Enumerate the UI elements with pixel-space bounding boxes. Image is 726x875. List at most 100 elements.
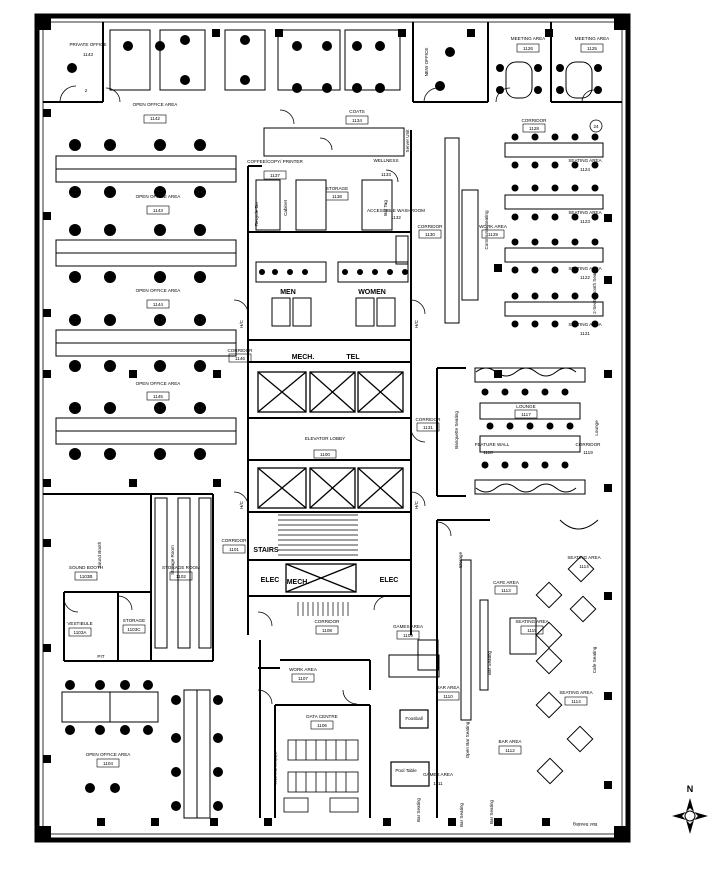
num-bar-1112: 1112 bbox=[505, 748, 515, 753]
num-private-office: 1143 bbox=[83, 52, 93, 57]
label-corridor-1101: CORRIDOR bbox=[221, 538, 247, 543]
label-cafe-seating: Cafe Seating bbox=[592, 646, 597, 673]
meeting-tables bbox=[505, 61, 593, 99]
room-names: PRIVATE OFFICE 1143 OPEN OFFICE AREA 114… bbox=[67, 36, 610, 786]
label-open-office-1144: OPEN OFFICE AREA bbox=[136, 288, 182, 293]
label-lounge: LOUNGE bbox=[516, 404, 535, 409]
label-private-office: PRIVATE OFFICE bbox=[69, 42, 106, 47]
num-corridor-1130: 1130 bbox=[425, 232, 435, 237]
num-seating-1122: 1122 bbox=[580, 275, 590, 280]
label-mech: MECH. bbox=[292, 354, 315, 361]
num-open-office-1144: 1144 bbox=[153, 302, 163, 307]
cafe-tables bbox=[509, 555, 597, 785]
label-booth-seating: 2-Seater Booth Seating bbox=[592, 266, 597, 314]
label-work-area-1107: WORK AREA bbox=[289, 667, 318, 672]
num-seating-1121: 1121 bbox=[580, 331, 590, 336]
data-centre-racks bbox=[283, 739, 359, 813]
label-open-office-1145: OPEN OFFICE AREA bbox=[136, 381, 182, 386]
num-sound-booth: 1103B bbox=[80, 574, 93, 579]
inner-wall-line bbox=[42, 21, 623, 835]
label-hc-4: H/C bbox=[414, 500, 419, 509]
num-storage-1103c: 1103C bbox=[127, 627, 141, 632]
workstation-blocks bbox=[55, 29, 401, 819]
num-work-area: 1129 bbox=[488, 232, 498, 237]
label-cafe: CAFE AREA bbox=[493, 580, 520, 585]
label-feature-wall: FEATURE WALL bbox=[475, 442, 510, 447]
label-vestibule: VESTIBULE bbox=[67, 621, 92, 626]
label-corridor-1119: CORRIDOR bbox=[575, 442, 601, 447]
elevator-shafts bbox=[257, 371, 404, 593]
num-open-office-1143b: 1143 bbox=[153, 208, 163, 213]
num-games: 1109 bbox=[403, 633, 413, 638]
label-data-centre: DATA CENTRE bbox=[306, 714, 337, 719]
label-storage-vert: Storage Room bbox=[170, 545, 175, 575]
label-sound-booth: SOUND BOOTH bbox=[69, 565, 103, 570]
num-corridor-1128: 1128 bbox=[529, 126, 539, 131]
num-vestibule: 1103A bbox=[74, 630, 88, 635]
interior-walls bbox=[43, 22, 622, 818]
label-bar-tag-1: Bar Tag bbox=[383, 200, 388, 216]
label-meeting-2: MEETING AREA bbox=[575, 36, 610, 41]
label-games: GAMES AREA bbox=[393, 624, 424, 629]
label-cabinet: Cabinet bbox=[283, 199, 288, 216]
label-seating-1123: SEATING AREA bbox=[568, 210, 602, 215]
num-seating-1114b: 1114 bbox=[579, 564, 589, 569]
num-lounge: 1117 bbox=[521, 412, 531, 417]
label-seating-1122: SEATING AREA bbox=[568, 266, 602, 271]
num-seating-1124: 1124 bbox=[580, 167, 590, 172]
room-number-boxes bbox=[68, 43, 604, 768]
lounge-sofa bbox=[475, 367, 599, 530]
label-seating-1114: SEATING AREA bbox=[559, 690, 593, 695]
num-seating-1115: 1115 bbox=[527, 628, 537, 633]
label-meeting-1: MEETING AREA bbox=[511, 36, 546, 41]
label-work-area: WORK AREA bbox=[479, 224, 508, 229]
num-cafe: 1113 bbox=[501, 588, 511, 593]
annotations: Foosball Pool Table Storage H/C H/C H/C … bbox=[85, 88, 599, 827]
num-storage-1138: 1138 bbox=[332, 194, 342, 199]
label-lounge-side: Lounge bbox=[594, 420, 599, 436]
label-games-1111: GAMES AREA bbox=[423, 772, 454, 777]
num-storage-room: 1102 bbox=[176, 574, 186, 579]
label-kitchen: Kitchen Counter bbox=[273, 752, 278, 785]
num-coats: 1134 bbox=[352, 118, 362, 123]
num-seating-1114: 1114 bbox=[571, 699, 581, 704]
label-corridor-1146: CORRIDOR bbox=[227, 348, 253, 353]
label-open-office-1142: OPEN OFFICE AREA bbox=[133, 102, 179, 107]
label-corridor-1128: CORRIDOR bbox=[521, 118, 547, 123]
label-dots-1: Bar Seating bbox=[487, 651, 492, 675]
num-corridor-1146: 1146 bbox=[235, 356, 245, 361]
office-chairs bbox=[65, 35, 455, 811]
label-bar-seat-1: Bar Seating bbox=[416, 798, 421, 822]
num-wellness: 1133 bbox=[381, 172, 391, 177]
label-new-office: NEW OFFICE bbox=[424, 48, 429, 77]
seating-chairs bbox=[259, 133, 599, 469]
label-seating-1121: SEATING AREA bbox=[568, 322, 602, 327]
num-bar-1110: 1110 bbox=[443, 694, 453, 699]
label-storage-1138: STORAGE bbox=[326, 186, 348, 191]
label-cart: Server Unit bbox=[405, 129, 410, 153]
perimeter-columns bbox=[37, 16, 628, 840]
label-bar-seat-4: Bar Seating bbox=[573, 822, 597, 827]
label-stairs: STAIRS bbox=[253, 547, 278, 554]
game-tables bbox=[390, 709, 430, 787]
label-corridor-1130: CORRIDOR bbox=[417, 224, 443, 229]
label-seating-1115: SEATING AREA bbox=[515, 619, 549, 624]
num-open-office-1142: 1142 bbox=[150, 116, 160, 121]
num-games-1111: 1111 bbox=[433, 781, 443, 786]
num-work-area-1107: 1107 bbox=[298, 676, 308, 681]
label-accessible-washroom: ACCESSIBLE WASHROOM bbox=[367, 208, 425, 213]
label-elec-1: ELEC bbox=[261, 577, 280, 584]
label-hc-3: H/C bbox=[414, 319, 419, 328]
label-men: MEN bbox=[280, 289, 296, 296]
label-bar-seat-3: Bar Seating bbox=[489, 800, 494, 824]
label-foosball: Foosball bbox=[405, 716, 422, 721]
num-coffee-printer: 1137 bbox=[270, 173, 280, 178]
label-tel: TEL bbox=[346, 354, 360, 361]
num-seating-1123: 1123 bbox=[580, 219, 590, 224]
label-bar-1110: BAR AREA bbox=[437, 685, 461, 690]
compass-label: N bbox=[687, 784, 694, 794]
label-storage-tag: Storage bbox=[458, 552, 463, 569]
label-bar-seating: Open Bar Seating bbox=[465, 721, 470, 758]
label-corridor-1131: CORRIDOR bbox=[415, 417, 441, 422]
